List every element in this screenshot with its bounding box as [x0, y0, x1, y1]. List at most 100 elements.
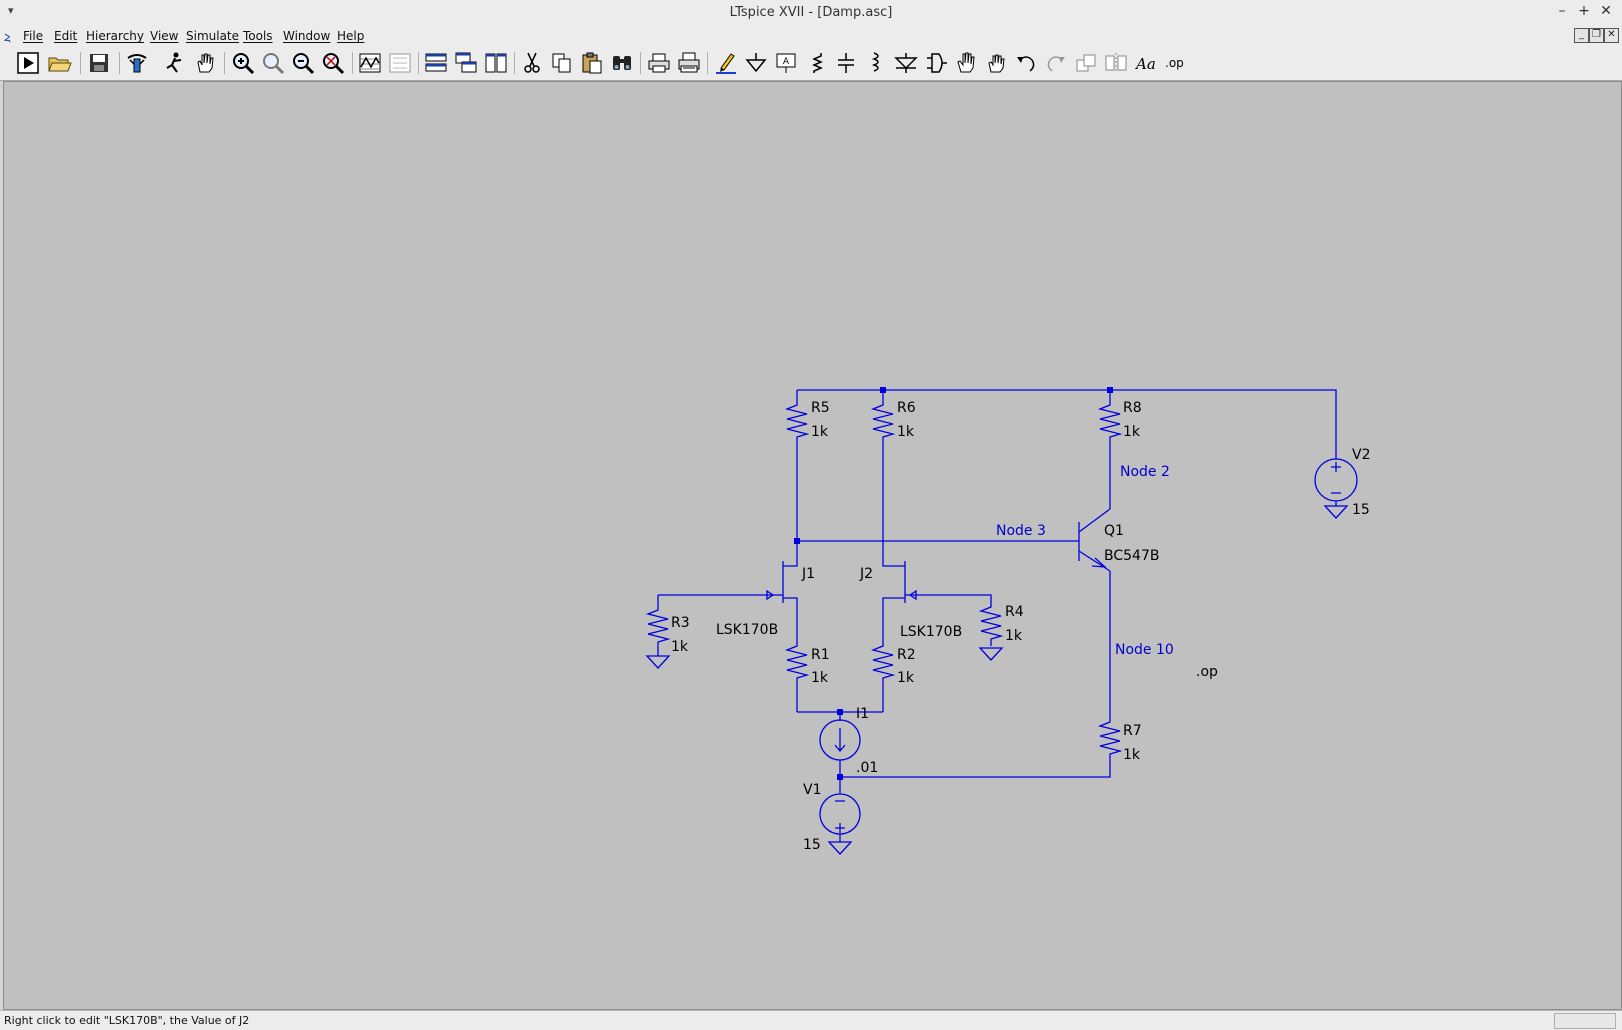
ground-v2[interactable]	[1323, 505, 1349, 519]
redo-icon[interactable]	[1043, 50, 1069, 76]
net-label-node2[interactable]: Node 2	[1120, 464, 1170, 480]
paste-icon[interactable]	[579, 50, 605, 76]
waveform-icon[interactable]	[357, 50, 383, 76]
control-panel-icon[interactable]	[124, 50, 150, 76]
menu-simulate[interactable]: Simulate	[186, 29, 240, 43]
jfet-j2[interactable]	[882, 556, 992, 643]
close-window-button[interactable]: ✕	[1600, 3, 1612, 19]
r5-value[interactable]: 1k	[811, 424, 829, 440]
cut-icon[interactable]	[519, 50, 545, 76]
r6-value[interactable]: 1k	[897, 424, 915, 440]
run-icon[interactable]	[15, 50, 41, 76]
resistor-r7[interactable]	[1097, 719, 1123, 759]
r5-ref[interactable]: R5	[811, 400, 830, 416]
undo-icon[interactable]	[1013, 50, 1039, 76]
j1-ref[interactable]: J1	[801, 566, 815, 582]
menu-view[interactable]: View	[150, 29, 179, 43]
ground-icon[interactable]	[743, 50, 769, 76]
system-menu-icon[interactable]: ▾	[8, 4, 14, 17]
v2-ref[interactable]: V2	[1352, 447, 1370, 463]
voltage-source-v1[interactable]	[819, 793, 861, 842]
find-icon[interactable]	[609, 50, 635, 76]
rotate-icon[interactable]	[1073, 50, 1099, 76]
resistor-r4[interactable]	[978, 604, 1004, 646]
menu-file[interactable]: File	[23, 29, 44, 43]
resistor-r3[interactable]	[645, 607, 671, 656]
q1-ref[interactable]: Q1	[1104, 523, 1124, 539]
r2-value[interactable]: 1k	[897, 670, 915, 686]
schematic-canvas[interactable]: R5 1k R6 1k R8 1k V2 15 Q1 BC547B J1 J2 …	[3, 81, 1622, 1010]
pan-icon[interactable]	[192, 50, 218, 76]
wire-top-rail[interactable]	[797, 389, 1337, 459]
resistor-r8[interactable]	[1097, 402, 1123, 439]
j2-value[interactable]: LSK170B	[900, 624, 962, 640]
v2-value[interactable]: 15	[1352, 502, 1370, 518]
r1-ref[interactable]: R1	[811, 647, 830, 663]
print-icon[interactable]	[646, 50, 672, 76]
resistor-r1[interactable]	[784, 643, 810, 712]
ground-v1[interactable]	[827, 841, 853, 855]
ground-r3[interactable]	[645, 655, 671, 669]
net-label-node10[interactable]: Node 10	[1115, 642, 1174, 658]
voltage-source-v2[interactable]	[1314, 458, 1358, 506]
wire-pencil-icon[interactable]	[713, 50, 739, 76]
mdi-minimize-button[interactable]: _	[1574, 28, 1589, 43]
resistor-icon[interactable]	[803, 50, 829, 76]
jfet-j1[interactable]	[658, 541, 798, 643]
zoom-in-icon[interactable]	[230, 50, 256, 76]
mdi-restore-button[interactable]: ❐	[1589, 28, 1604, 43]
cascade-icon[interactable]	[453, 50, 479, 76]
r8-value[interactable]: 1k	[1123, 424, 1141, 440]
r3-ref[interactable]: R3	[671, 615, 690, 631]
diode-icon[interactable]	[893, 50, 919, 76]
inductor-icon[interactable]	[863, 50, 889, 76]
mirror-icon[interactable]	[1103, 50, 1129, 76]
run-probe-icon[interactable]	[162, 50, 188, 76]
menu-help[interactable]: Help	[337, 29, 365, 43]
r1-value[interactable]: 1k	[811, 670, 829, 686]
spice-directive-icon[interactable]: .op	[1163, 50, 1189, 76]
q1-value[interactable]: BC547B	[1104, 548, 1159, 564]
resistor-r6[interactable]	[870, 402, 896, 439]
label-net-icon[interactable]: A	[773, 50, 799, 76]
zoom-fit-icon[interactable]	[320, 50, 346, 76]
zoom-out-icon[interactable]	[290, 50, 316, 76]
r6-ref[interactable]: R6	[897, 400, 916, 416]
capacitor-icon[interactable]	[833, 50, 859, 76]
menu-hierarchy[interactable]: Hierarchy	[86, 29, 145, 43]
v1-value[interactable]: 15	[803, 837, 821, 853]
menu-edit[interactable]: Edit	[54, 29, 78, 43]
r8-ref[interactable]: R8	[1123, 400, 1142, 416]
minimize-window-button[interactable]: –	[1558, 3, 1566, 19]
net-label-node3[interactable]: Node 3	[996, 523, 1046, 539]
j1-value[interactable]: LSK170B	[716, 622, 778, 638]
r7-value[interactable]: 1k	[1123, 747, 1141, 763]
v1-ref[interactable]: V1	[803, 782, 821, 798]
r4-value[interactable]: 1k	[1005, 628, 1023, 644]
bjt-q1[interactable]	[1049, 508, 1111, 572]
r2-ref[interactable]: R2	[897, 647, 916, 663]
save-icon[interactable]	[86, 50, 112, 76]
r7-ref[interactable]: R7	[1123, 723, 1142, 739]
r4-ref[interactable]: R4	[1005, 604, 1024, 620]
i1-ref[interactable]: I1	[856, 706, 869, 722]
wire-node-bottom[interactable]	[840, 759, 1111, 778]
ground-r4[interactable]	[978, 647, 1004, 661]
open-icon[interactable]	[46, 50, 72, 76]
mdi-close-button[interactable]: ✕	[1604, 28, 1619, 43]
resistor-r2[interactable]	[870, 643, 896, 712]
maximize-window-button[interactable]: +	[1578, 3, 1590, 19]
print-preview-icon[interactable]	[676, 50, 702, 76]
menu-tools[interactable]: Tools	[243, 29, 273, 43]
resistor-r5[interactable]	[784, 402, 810, 439]
j2-ref[interactable]: J2	[859, 566, 873, 582]
tile-horizontal-icon[interactable]	[423, 50, 449, 76]
component-icon[interactable]	[923, 50, 949, 76]
i1-value[interactable]: .01	[856, 760, 878, 776]
current-source-i1[interactable]	[819, 719, 861, 777]
spice-directive-op[interactable]: .op	[1196, 664, 1218, 680]
ltspice-app-icon[interactable]: ⲹ	[4, 29, 11, 45]
copy-icon[interactable]	[549, 50, 575, 76]
zoom-box-icon[interactable]	[260, 50, 286, 76]
text-icon[interactable]: Aa	[1133, 50, 1159, 76]
